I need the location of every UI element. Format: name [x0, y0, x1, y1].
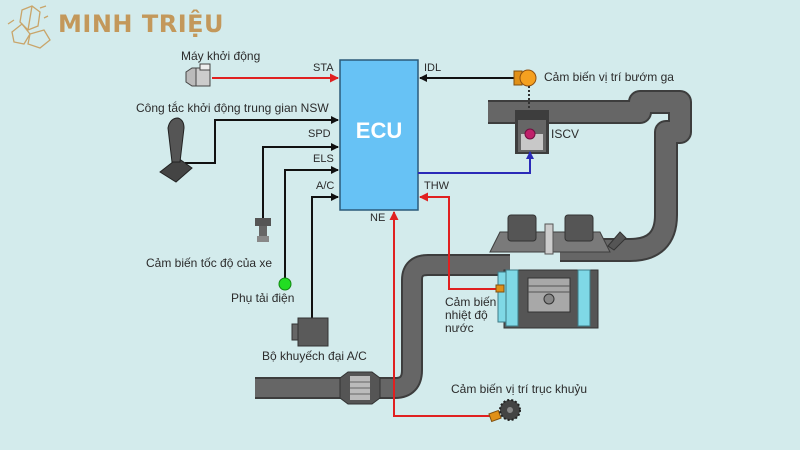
engine-cylinder-icon — [489, 214, 627, 329]
idl-label: IDL — [424, 62, 442, 74]
sta-label: STA — [313, 62, 334, 74]
ac-amplifier-icon — [291, 317, 329, 347]
iscv-label: ISCV — [551, 127, 580, 141]
water-temp-line-3: nước — [445, 321, 474, 335]
iscv-control-line — [418, 151, 534, 174]
starter-motor-icon — [185, 63, 211, 87]
water-temp-line-2: nhiệt độ — [445, 308, 488, 322]
ne-label: NE — [370, 212, 386, 224]
intake-manifold-pipe — [488, 90, 692, 262]
crank-sensor-label: Cảm biến vị trí trục khuỷu — [451, 382, 588, 396]
iscv-valve-icon — [524, 128, 536, 140]
ac-signal-line — [311, 193, 339, 318]
speed-sensor-icon — [255, 218, 271, 242]
thw-signal-line — [419, 192, 498, 290]
spd-signal-line — [262, 143, 339, 218]
crankshaft-sensor-icon — [488, 399, 521, 423]
throttle-sensor-label: Cảm biến vị trí bướm ga — [544, 70, 674, 84]
ac-label: A/C — [316, 180, 335, 192]
nsw-signal-line — [185, 116, 339, 164]
nsw-label: NSW — [300, 101, 329, 115]
brand-name: MINH TRIỆU — [58, 10, 225, 38]
ecu-label: ECU — [355, 118, 403, 143]
shift-lever-icon — [159, 117, 193, 183]
spd-label: SPD — [308, 128, 331, 140]
starter-label: Máy khởi động — [181, 49, 261, 63]
ne-signal-line — [389, 211, 494, 417]
neutral-switch-name: Công tắc khởi động trung gian — [136, 101, 298, 115]
electric-load-label: Phụ tải điện — [231, 291, 295, 305]
thw-label: THW — [424, 180, 450, 192]
ac-amplifier-label: Bộ khuyếch đại A/C — [262, 349, 367, 363]
throttle-position-sensor-icon — [513, 69, 537, 87]
ecu-box — [339, 59, 419, 211]
water-temp-sensor-icon — [495, 284, 505, 293]
neutral-switch-label: Công tắc khởi động trung gian NSW — [136, 102, 329, 115]
speed-sensor-label: Cảm biến tốc độ của xe — [146, 256, 273, 270]
water-temp-sensor-label: Cảm biến nhiệt độ nước — [445, 296, 496, 335]
crystal-logo-icon — [7, 5, 51, 49]
els-label: ELS — [313, 153, 334, 165]
els-signal-line — [284, 166, 339, 278]
catalytic-converter-icon — [339, 371, 381, 405]
exhaust-pipe — [255, 254, 510, 405]
water-temp-line-1: Cảm biến — [445, 295, 497, 309]
electric-load-indicator-icon — [278, 277, 292, 291]
